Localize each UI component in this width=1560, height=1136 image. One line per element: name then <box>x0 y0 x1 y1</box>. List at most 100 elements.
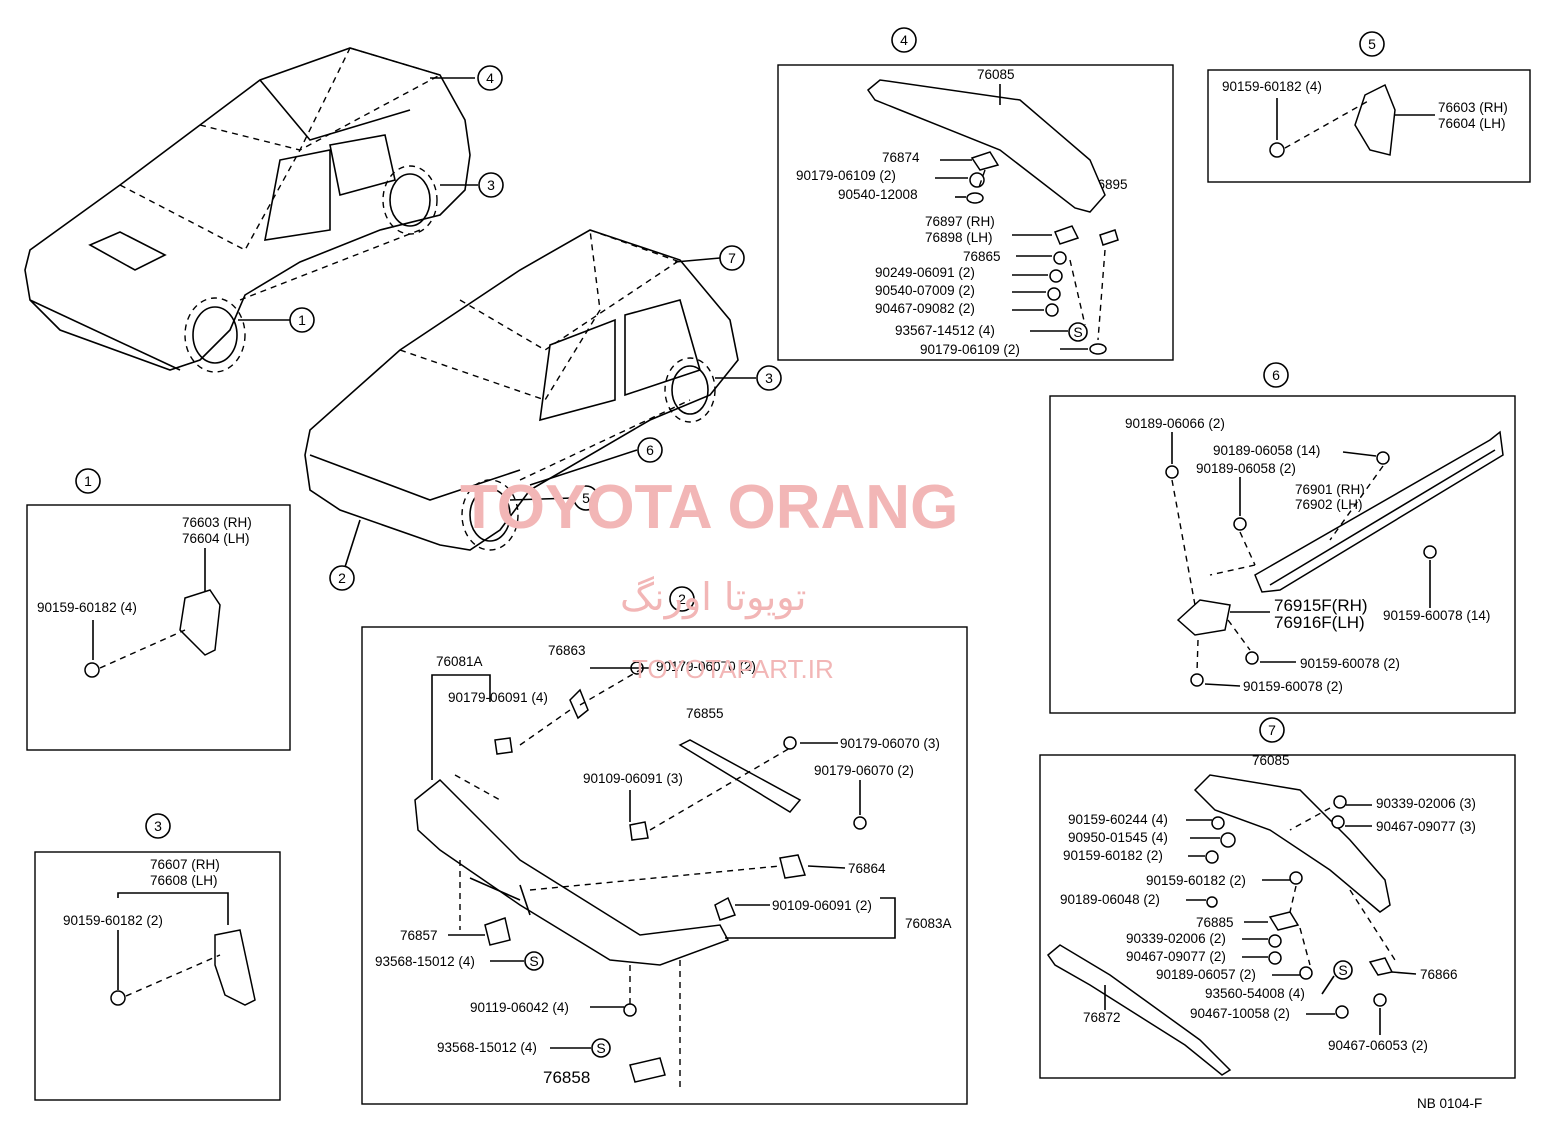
label-76898-lh: 76898 (LH) <box>925 230 993 245</box>
label-90179-06070-3: 90179-06070 (3) <box>840 736 940 751</box>
label-76863: 76863 <box>548 643 586 658</box>
label-76874: 76874 <box>882 150 920 165</box>
label-90109-06091-3: 90109-06091 (3) <box>583 771 683 786</box>
front-spoiler-part <box>414 778 730 966</box>
mudguard-rear-part <box>214 929 256 1006</box>
section-5: 5 90159-60182 (4) 76603 (RH) 76604 (LH) <box>1207 31 1531 183</box>
label-76603-rh-s5: 76603 (RH) <box>1438 100 1508 115</box>
label-90467-10058: 90467-10058 (2) <box>1190 1006 1290 1021</box>
label-90179-06109-b: 90179-06109 (2) <box>920 342 1020 357</box>
callout-3: 3 <box>487 177 495 193</box>
label-76607-rh: 76607 (RH) <box>150 857 220 872</box>
label-76855: 76855 <box>686 706 724 721</box>
label-76901-rh: 76901 (RH) <box>1295 482 1365 497</box>
label-90179-06109-a: 90179-06109 (2) <box>796 168 896 183</box>
label-90159-60182-4: 90159-60182 (4) <box>1222 79 1322 94</box>
label-90467-06053: 90467-06053 (2) <box>1328 1038 1428 1053</box>
section-3: 3 76607 (RH) 76608 (LH) 90159-60182 (2) <box>34 813 281 1101</box>
label-90540-12008: 90540-12008 <box>838 187 918 202</box>
bracket-76855-part <box>678 739 802 813</box>
label-93567-14512: 93567-14512 (4) <box>895 323 995 338</box>
label-76865: 76865 <box>963 249 1001 264</box>
section-1: 1 76603 (RH) 76604 (LH) 90159-60182 (4) <box>26 468 291 751</box>
clip-76863 <box>569 688 589 720</box>
section-1-number: 1 <box>84 473 92 489</box>
label-76866: 76866 <box>1420 967 1458 982</box>
clip-fastener <box>84 662 100 678</box>
label-76858: 76858 <box>543 1068 590 1087</box>
label-90467-09077-2: 90467-09077 (2) <box>1126 949 1226 964</box>
label-76085: 76085 <box>977 67 1015 82</box>
label-76902-lh: 76902 (LH) <box>1295 497 1363 512</box>
label-76864: 76864 <box>848 861 886 876</box>
label-76603-rh: 76603 (RH) <box>182 515 252 530</box>
watermark: TOYOTA ORANG تویوتا اورنگ TOYOTAPART.IR <box>460 473 958 684</box>
section-6-number: 6 <box>1272 367 1280 383</box>
garnish-76872-part <box>1046 944 1232 1076</box>
section-7: 7 76085 90339-02006 (3) 90159-60244 (4) … <box>1039 717 1516 1079</box>
callout-1: 1 <box>298 312 306 328</box>
rear-spoiler-part <box>866 79 1106 213</box>
label-90159-60078-2a: 90159-60078 (2) <box>1300 656 1400 671</box>
label-93560-54008: 93560-54008 (4) <box>1205 986 1305 1001</box>
callout-circle <box>477 65 503 91</box>
mudguard-s5-part <box>1354 83 1396 156</box>
label-76897-rh: 76897 (RH) <box>925 214 995 229</box>
section-4-number: 4 <box>900 32 908 48</box>
callout-7: 7 <box>728 250 736 266</box>
s-symbol: S <box>1338 962 1347 978</box>
label-90189-06058-14: 90189-06058 (14) <box>1213 443 1320 458</box>
section-2-number: 2 <box>678 591 686 607</box>
label-76916f-lh: 76916F(LH) <box>1274 613 1365 632</box>
part-76895 <box>1099 229 1119 246</box>
callout-4: 4 <box>486 70 494 86</box>
sedan-illustration <box>24 47 471 373</box>
bracket-76857-part <box>484 917 511 946</box>
label-76915f-rh: 76915F(RH) <box>1274 596 1368 615</box>
label-90159-60244: 90159-60244 (4) <box>1068 812 1168 827</box>
label-90339-02006-3: 90339-02006 (3) <box>1376 796 1476 811</box>
section-4: 4 76085 76874 90179-06109 (2) 90540-1200… <box>777 27 1174 361</box>
part-76885 <box>1268 911 1300 931</box>
label-90540-07009: 90540-07009 (2) <box>875 283 975 298</box>
label-90467-09077-3: 90467-09077 (3) <box>1376 819 1476 834</box>
label-76857: 76857 <box>400 928 438 943</box>
hatchback-callouts <box>344 257 756 568</box>
label-90189-06066: 90189-06066 (2) <box>1125 416 1225 431</box>
section-5-number: 5 <box>1368 36 1376 52</box>
section-3-number: 3 <box>154 818 162 834</box>
hatchback-illustration <box>304 229 739 551</box>
label-76608-lh: 76608 (LH) <box>150 873 218 888</box>
footer-code: NB 0104-F <box>1417 1096 1482 1111</box>
label-90249-06091: 90249-06091 (2) <box>875 265 975 280</box>
s-symbol: S <box>1073 324 1082 340</box>
bracket-76915f-part <box>1176 599 1231 636</box>
label-76885: 76885 <box>1196 915 1234 930</box>
label-76604-lh-s5: 76604 (LH) <box>1438 116 1506 131</box>
label-90109-06091-2: 90109-06091 (2) <box>772 898 872 913</box>
label-90179-06091: 90179-06091 (4) <box>448 690 548 705</box>
bracket-76864-part <box>779 854 807 879</box>
label-90159-60182-2b: 90159-60182 (2) <box>1146 873 1246 888</box>
label-90189-06048: 90189-06048 (2) <box>1060 892 1160 907</box>
side-skirt-part <box>1254 430 1504 593</box>
label-90467-09082: 90467-09082 (2) <box>875 301 975 316</box>
callout-6: 6 <box>646 442 654 458</box>
mudguard-part <box>179 589 221 656</box>
label-76085-s7: 76085 <box>1252 753 1290 768</box>
section-7-number: 7 <box>1268 722 1276 738</box>
label-90159-60182-2: 90159-60182 (2) <box>63 913 163 928</box>
part-76874 <box>970 151 1000 171</box>
label-90159-60182-2a: 90159-60182 (2) <box>1063 848 1163 863</box>
label-76872: 76872 <box>1083 1010 1121 1025</box>
callout-3b: 3 <box>765 370 773 386</box>
car-callout-circles: 4 3 1 7 3 6 5 2 <box>289 65 782 591</box>
part-76866 <box>1368 957 1394 976</box>
label-93568-15012-a: 93568-15012 (4) <box>375 954 475 969</box>
label-93568-15012-b: 93568-15012 (4) <box>437 1040 537 1055</box>
callout-2: 2 <box>338 570 346 586</box>
bracket-76858-part <box>629 1057 666 1083</box>
section-2: 2 76081A 76863 90179-06070 (2) 90179-060… <box>361 586 968 1105</box>
label-90119-06042: 90119-06042 (4) <box>470 1000 569 1015</box>
